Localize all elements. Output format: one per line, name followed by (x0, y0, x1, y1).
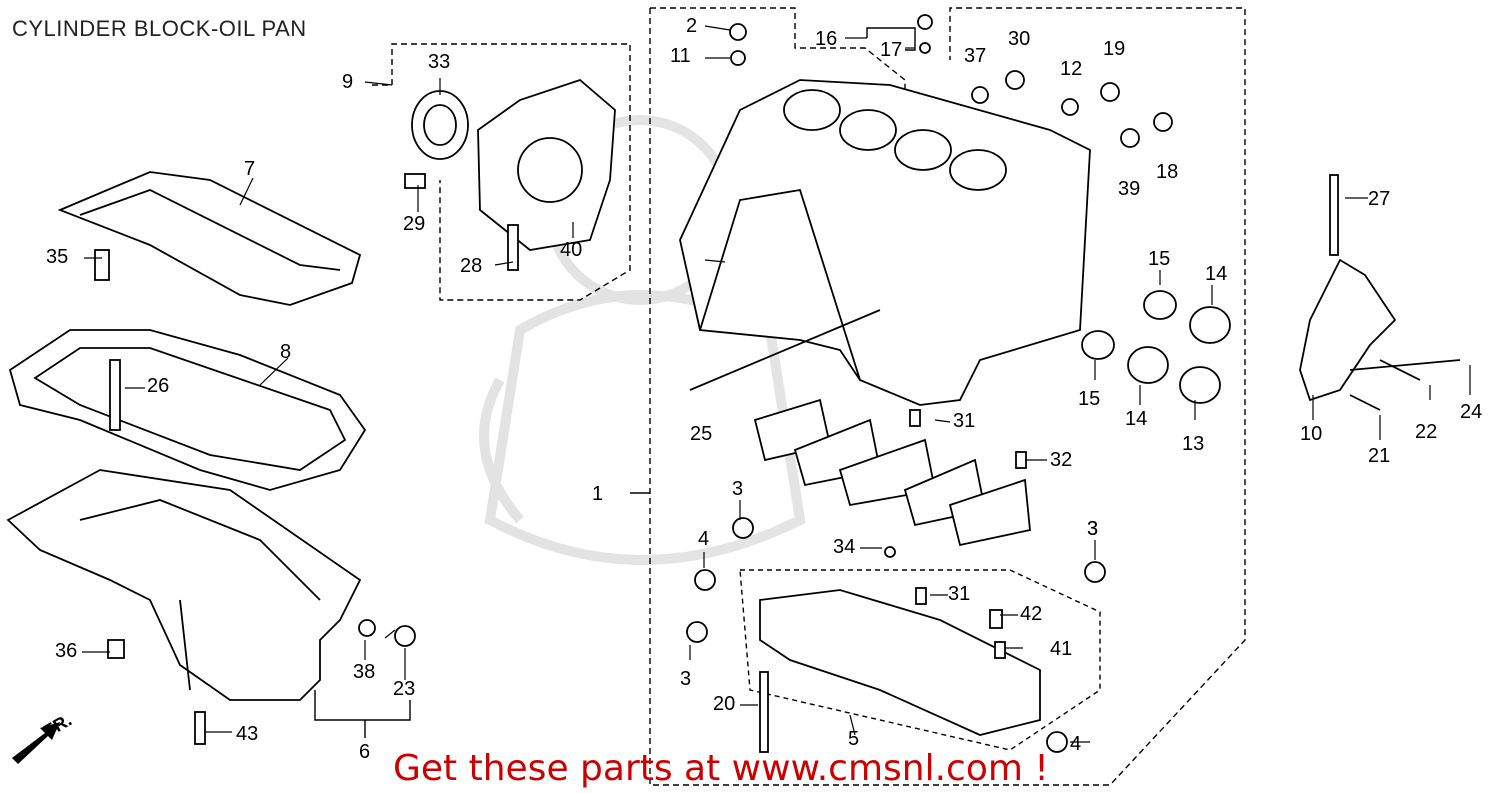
callout-17: 17 (880, 39, 902, 61)
callout-3: 3 (1087, 518, 1098, 540)
callout-3: 3 (1087, 518, 1098, 540)
callout-15: 15 (1148, 248, 1170, 270)
callout-3: 3 (680, 668, 691, 690)
components (6, 14, 1461, 753)
callout-19: 19 (1103, 38, 1125, 60)
callout-18: 18 (1156, 161, 1178, 183)
callout-42: 42 (1020, 603, 1042, 625)
callout-20: 20 (713, 693, 735, 715)
callout-39: 39 (1118, 178, 1140, 200)
callout-15: 15 (1078, 388, 1100, 410)
callout-40: 40 (560, 239, 582, 261)
engine-bracket (1299, 258, 1397, 402)
callout-3: 3 (732, 478, 743, 500)
callout-37: 37 (964, 45, 986, 67)
callout-21: 21 (1368, 445, 1390, 467)
callout-4: 4 (1070, 733, 1081, 755)
callout-8: 8 (280, 341, 291, 363)
callout-28: 28 (460, 255, 482, 277)
callout-23: 23 (393, 678, 415, 700)
promo-link-text[interactable]: Get these parts at www.cmsnl.com ! (393, 748, 1049, 789)
callout-27: 27 (1368, 188, 1390, 210)
splash-shield (57, 171, 362, 306)
callout-41: 41 (1050, 638, 1072, 660)
callout-34: 34 (833, 536, 855, 558)
callout-7: 7 (244, 158, 255, 180)
callout-6: 6 (359, 741, 370, 763)
callout-24: 24 (1460, 401, 1482, 423)
callout-43: 43 (236, 723, 258, 745)
diagram-title: CYLINDER BLOCK-OIL PAN (12, 16, 307, 41)
callout-11: 11 (670, 45, 691, 67)
callout-14: 14 (1205, 263, 1227, 285)
callout-13: 13 (1182, 433, 1204, 455)
callout-32: 32 (1050, 449, 1072, 471)
callout-36: 36 (55, 640, 77, 662)
callout-38: 38 (353, 661, 375, 683)
callout-26: 26 (147, 375, 169, 397)
group-lines (314, 7, 1246, 786)
callout-35: 35 (46, 246, 68, 268)
callout-25: 25 (690, 423, 712, 445)
callout-31: 31 (953, 410, 975, 432)
callout-10: 10 (1300, 423, 1322, 445)
callout-5: 5 (848, 728, 859, 750)
callout-30: 30 (1008, 28, 1030, 50)
callout-22: 22 (1415, 421, 1437, 443)
callout-2: 2 (686, 15, 697, 37)
arrow-down-left-icon: FR. (12, 710, 75, 764)
callout-16: 16 (815, 28, 837, 50)
callout-29: 29 (403, 213, 425, 235)
callout-33: 33 (428, 51, 450, 73)
callout-9: 9 (342, 71, 353, 93)
bedplate (759, 589, 1041, 736)
callout-4: 4 (698, 528, 709, 550)
callout-14: 14 (1125, 408, 1147, 430)
callout-31: 31 (948, 583, 970, 605)
callout-12: 12 (1060, 58, 1082, 80)
oil-pan (6, 469, 362, 701)
leader-lines (82, 25, 1471, 743)
callout-1: 1 (592, 483, 603, 505)
